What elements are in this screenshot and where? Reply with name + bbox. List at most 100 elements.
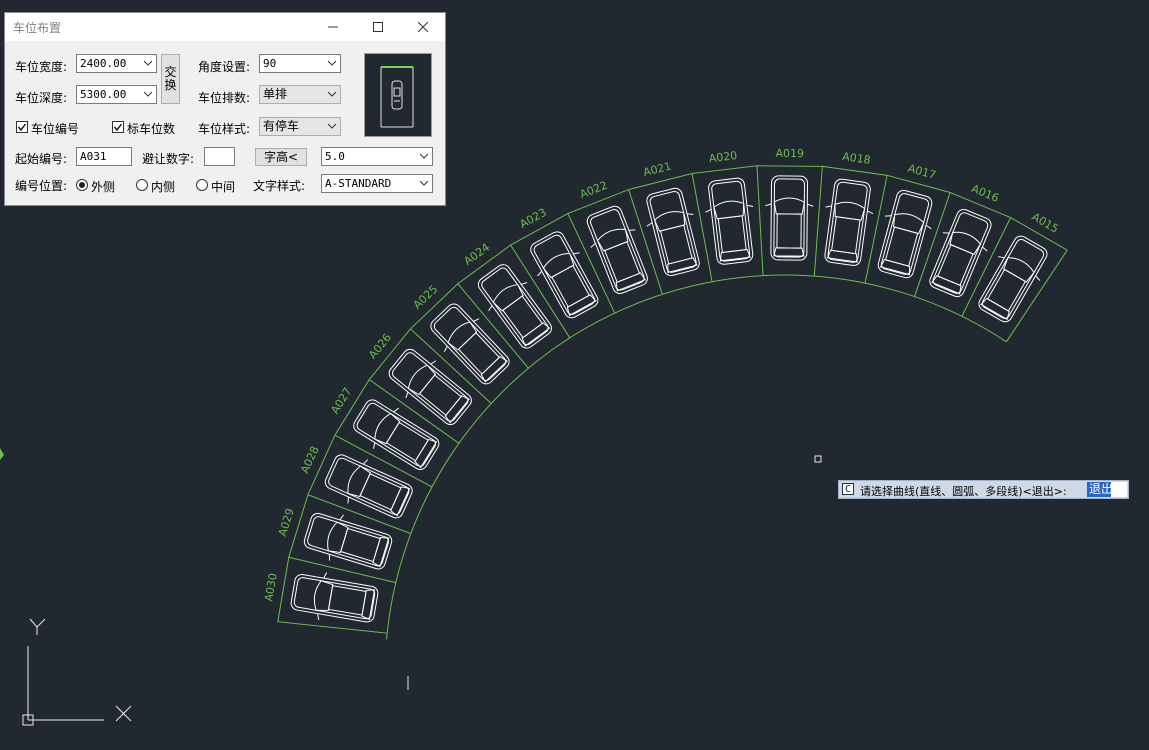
angle-label: 角度设置: [198,60,251,74]
slot-label: A025 [411,283,441,312]
checkmark-icon [17,123,27,132]
checkmark-icon [113,123,123,132]
font-height-button[interactable]: 字高< [255,148,307,166]
slot-label: A027 [328,385,354,416]
start-value: A031 [80,150,107,163]
rows-value: 单排 [263,87,288,101]
slot-label: A029 [276,507,297,538]
inner-arc [386,274,1007,640]
chevron-down-icon [420,153,428,159]
depth-value: 5300.00 [80,88,127,101]
width-value: 2400.00 [80,57,127,70]
depth-label: 车位深度: [15,91,68,105]
slot-outline [457,244,529,369]
avoid-digit-input[interactable] [204,147,235,166]
close-button[interactable] [401,13,445,41]
car-icon [530,231,599,319]
start-number-input[interactable]: A031 [76,147,132,166]
position-inner-label: 内侧 [151,180,176,194]
rows-label: 车位排数: [198,91,251,105]
count-checkbox[interactable] [112,121,124,133]
font-height-combo[interactable]: 5.0 [321,147,433,166]
rows-combo[interactable]: 单排 [259,85,341,104]
position-radio-middle[interactable] [196,179,208,191]
car-icon [388,348,472,426]
slot-label: A022 [578,179,609,202]
command-selected-option[interactable]: 退出 [1087,482,1116,497]
width-combo[interactable]: 2400.00 [76,54,157,73]
cursor-pickbox [814,455,822,463]
slot-outline [914,191,1011,297]
position-outer-label: 外侧 [91,180,116,194]
slot-outline [277,557,388,634]
car-icon [324,454,413,519]
minimize-icon [328,26,338,28]
position-radio-outer[interactable] [76,179,88,191]
style-combo[interactable]: 有停车 [259,117,341,136]
slot-outline [628,173,693,295]
chevron-down-icon [328,123,336,129]
car-icon [646,187,700,277]
angle-value: 90 [263,57,277,70]
close-icon [418,22,428,32]
chevron-down-icon [420,180,428,186]
angle-combo[interactable]: 90 [259,54,341,73]
car-icon [824,178,874,266]
slot-preview [364,53,432,137]
slot-outline [691,165,758,282]
window-title: 车位布置 [13,21,62,35]
slot-outline [1005,249,1068,343]
slot-outline [864,174,951,284]
car-icon [929,208,992,298]
width-label: 车位宽度: [15,60,68,74]
slot-outline [567,189,629,314]
number-checkbox-label: 车位编号 [31,122,80,136]
maximize-button[interactable] [356,13,400,41]
car-icon [303,512,393,570]
count-checkbox-label: 标车位数 [127,122,176,136]
slot-outline [307,434,411,535]
parking-slots: A030A029A028A027A026A025A024A023A022A021… [262,147,1068,640]
car-icon [290,572,379,623]
slot-label: A015 [1030,210,1061,236]
car-icon [765,175,814,261]
slot-outline [813,165,888,277]
position-middle-label: 中间 [211,180,236,194]
slot-outline [288,494,396,584]
chevron-down-icon [144,60,152,66]
slot-label: A016 [970,182,1001,205]
minimize-button[interactable] [311,13,355,41]
chevron-down-icon [144,91,152,97]
command-input[interactable] [1111,482,1127,497]
title-bar[interactable]: 车位布置 [5,13,445,41]
car-icon [705,177,754,265]
slot-outline [509,213,571,339]
command-prompt-text: 请选择曲线(直线、圆弧、多段线)<退出>: [860,485,1067,498]
style-value: 有停车 [263,119,300,133]
start-label: 起始编号: [15,152,68,166]
swap-button[interactable]: 交 换 [161,54,180,104]
chevron-down-icon [328,91,336,97]
slot-outline [756,165,823,276]
avoid-label: 避让数字: [142,152,195,166]
number-checkbox[interactable] [16,121,28,133]
car-icon [877,189,933,279]
text-style-combo[interactable]: A-STANDARD [321,174,433,193]
font-height-value: 5.0 [325,150,345,163]
preview-drawing [380,66,414,128]
slot-label: A017 [906,162,937,182]
command-icon: C [842,483,854,495]
slot-outline [409,283,492,404]
ucs-icon [22,618,132,726]
position-label: 编号位置: [15,179,68,193]
command-prompt[interactable]: C 请选择曲线(直线、圆弧、多段线)<退出>: 退出 [838,480,1129,499]
slot-label: A019 [775,147,804,160]
car-icon [978,235,1048,323]
car-icon [430,303,510,385]
slot-outline [368,328,460,444]
position-radio-inner[interactable] [136,179,148,191]
slot-label: A020 [708,149,738,165]
depth-combo[interactable]: 5300.00 [76,85,157,104]
edge-marker [0,448,4,460]
